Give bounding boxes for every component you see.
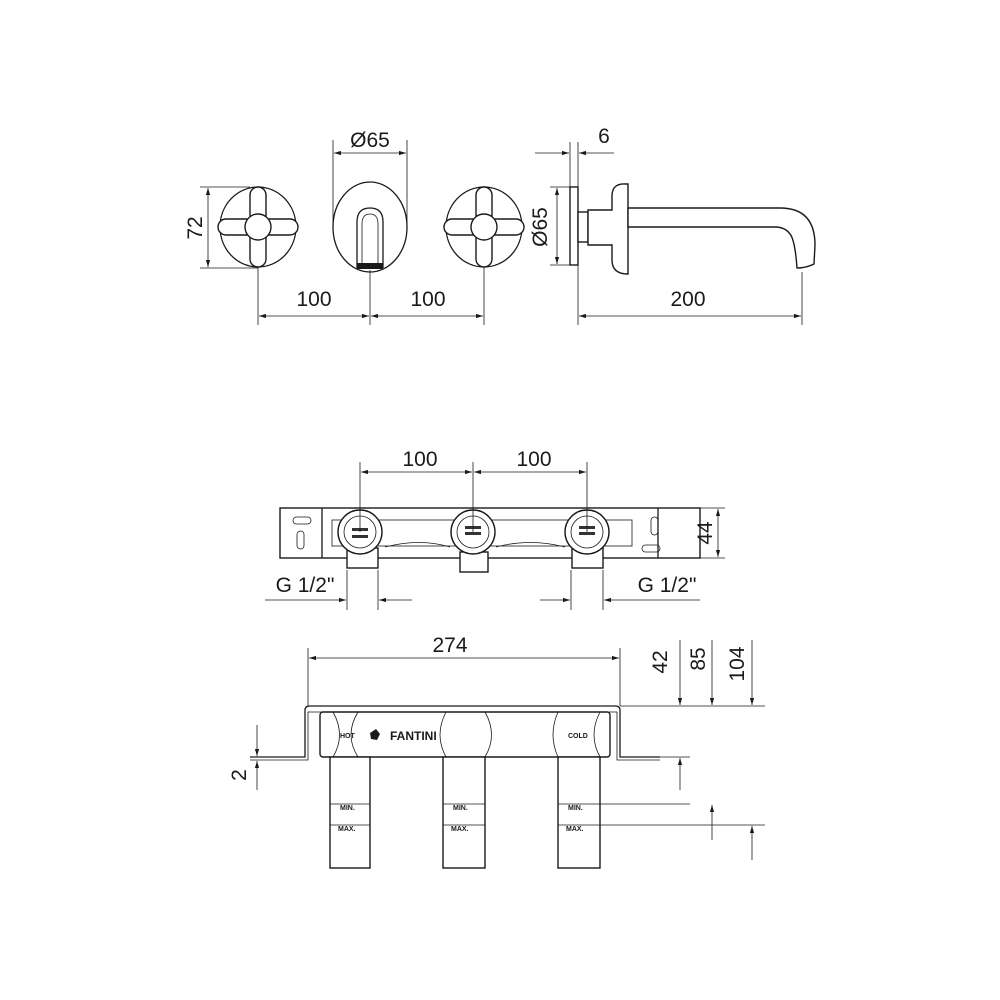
mounting-box-front: [279, 507, 701, 573]
cold-label: COLD: [568, 733, 588, 740]
min-label-cold: MIN.: [568, 805, 583, 812]
escutcheon-diameter-label: Ø65: [350, 129, 390, 152]
box-spacing-right-label: 100: [516, 448, 551, 471]
thread-right-label: G 1/2": [638, 574, 697, 597]
dimension-72: 72: [184, 186, 258, 269]
dimension-spacing-box: 100 100: [359, 448, 588, 532]
dimension-thread: G 1/2" G 1/2": [265, 570, 700, 610]
height-72-label: 72: [184, 216, 207, 239]
box-spacing-left-label: 100: [402, 448, 437, 471]
dimension-escutcheon-diameter: Ø65: [332, 129, 408, 225]
spout-side-view: [569, 183, 816, 275]
right-handle: [443, 186, 525, 268]
max-label-mid: MAX.: [451, 826, 469, 833]
box-width-label: 274: [432, 634, 467, 657]
spout-escutcheon: [332, 181, 408, 273]
dimension-200: 200: [577, 265, 803, 325]
min-label-mid: MIN.: [453, 805, 468, 812]
depth-85-label: 85: [687, 647, 710, 670]
thickness-label: 2: [228, 769, 251, 781]
hot-label: HOT: [340, 733, 356, 740]
side-diameter-label: Ø65: [529, 207, 552, 247]
dimension-spacing-top: 100 100: [257, 267, 485, 325]
plate-thickness-label: 6: [598, 125, 610, 148]
left-handle: [217, 186, 299, 268]
depth-104-label: 104: [726, 646, 749, 681]
min-label-hot: MIN.: [340, 805, 355, 812]
spacing-right-label: 100: [410, 288, 445, 311]
dimension-6: 6: [535, 125, 614, 187]
spout-length-label: 200: [670, 288, 705, 311]
spacing-left-label: 100: [296, 288, 331, 311]
dimension-274: 274: [307, 634, 621, 706]
dimension-2: 2: [228, 725, 260, 790]
dimension-44: 44: [694, 507, 725, 559]
max-label-hot: MAX.: [338, 826, 356, 833]
thread-left-label: G 1/2": [276, 574, 335, 597]
max-label-cold: MAX.: [566, 826, 584, 833]
brand-label: FANTINI: [390, 729, 437, 743]
dimension-depths: 42 85 104: [649, 640, 755, 860]
dimension-side-diameter: Ø65: [529, 186, 570, 266]
depth-42-label: 42: [649, 650, 672, 673]
mounting-box-top: HOT FANTINI COLD MIN. MAX. MIN. MAX. MIN…: [250, 705, 765, 869]
box-height-label: 44: [694, 521, 717, 545]
